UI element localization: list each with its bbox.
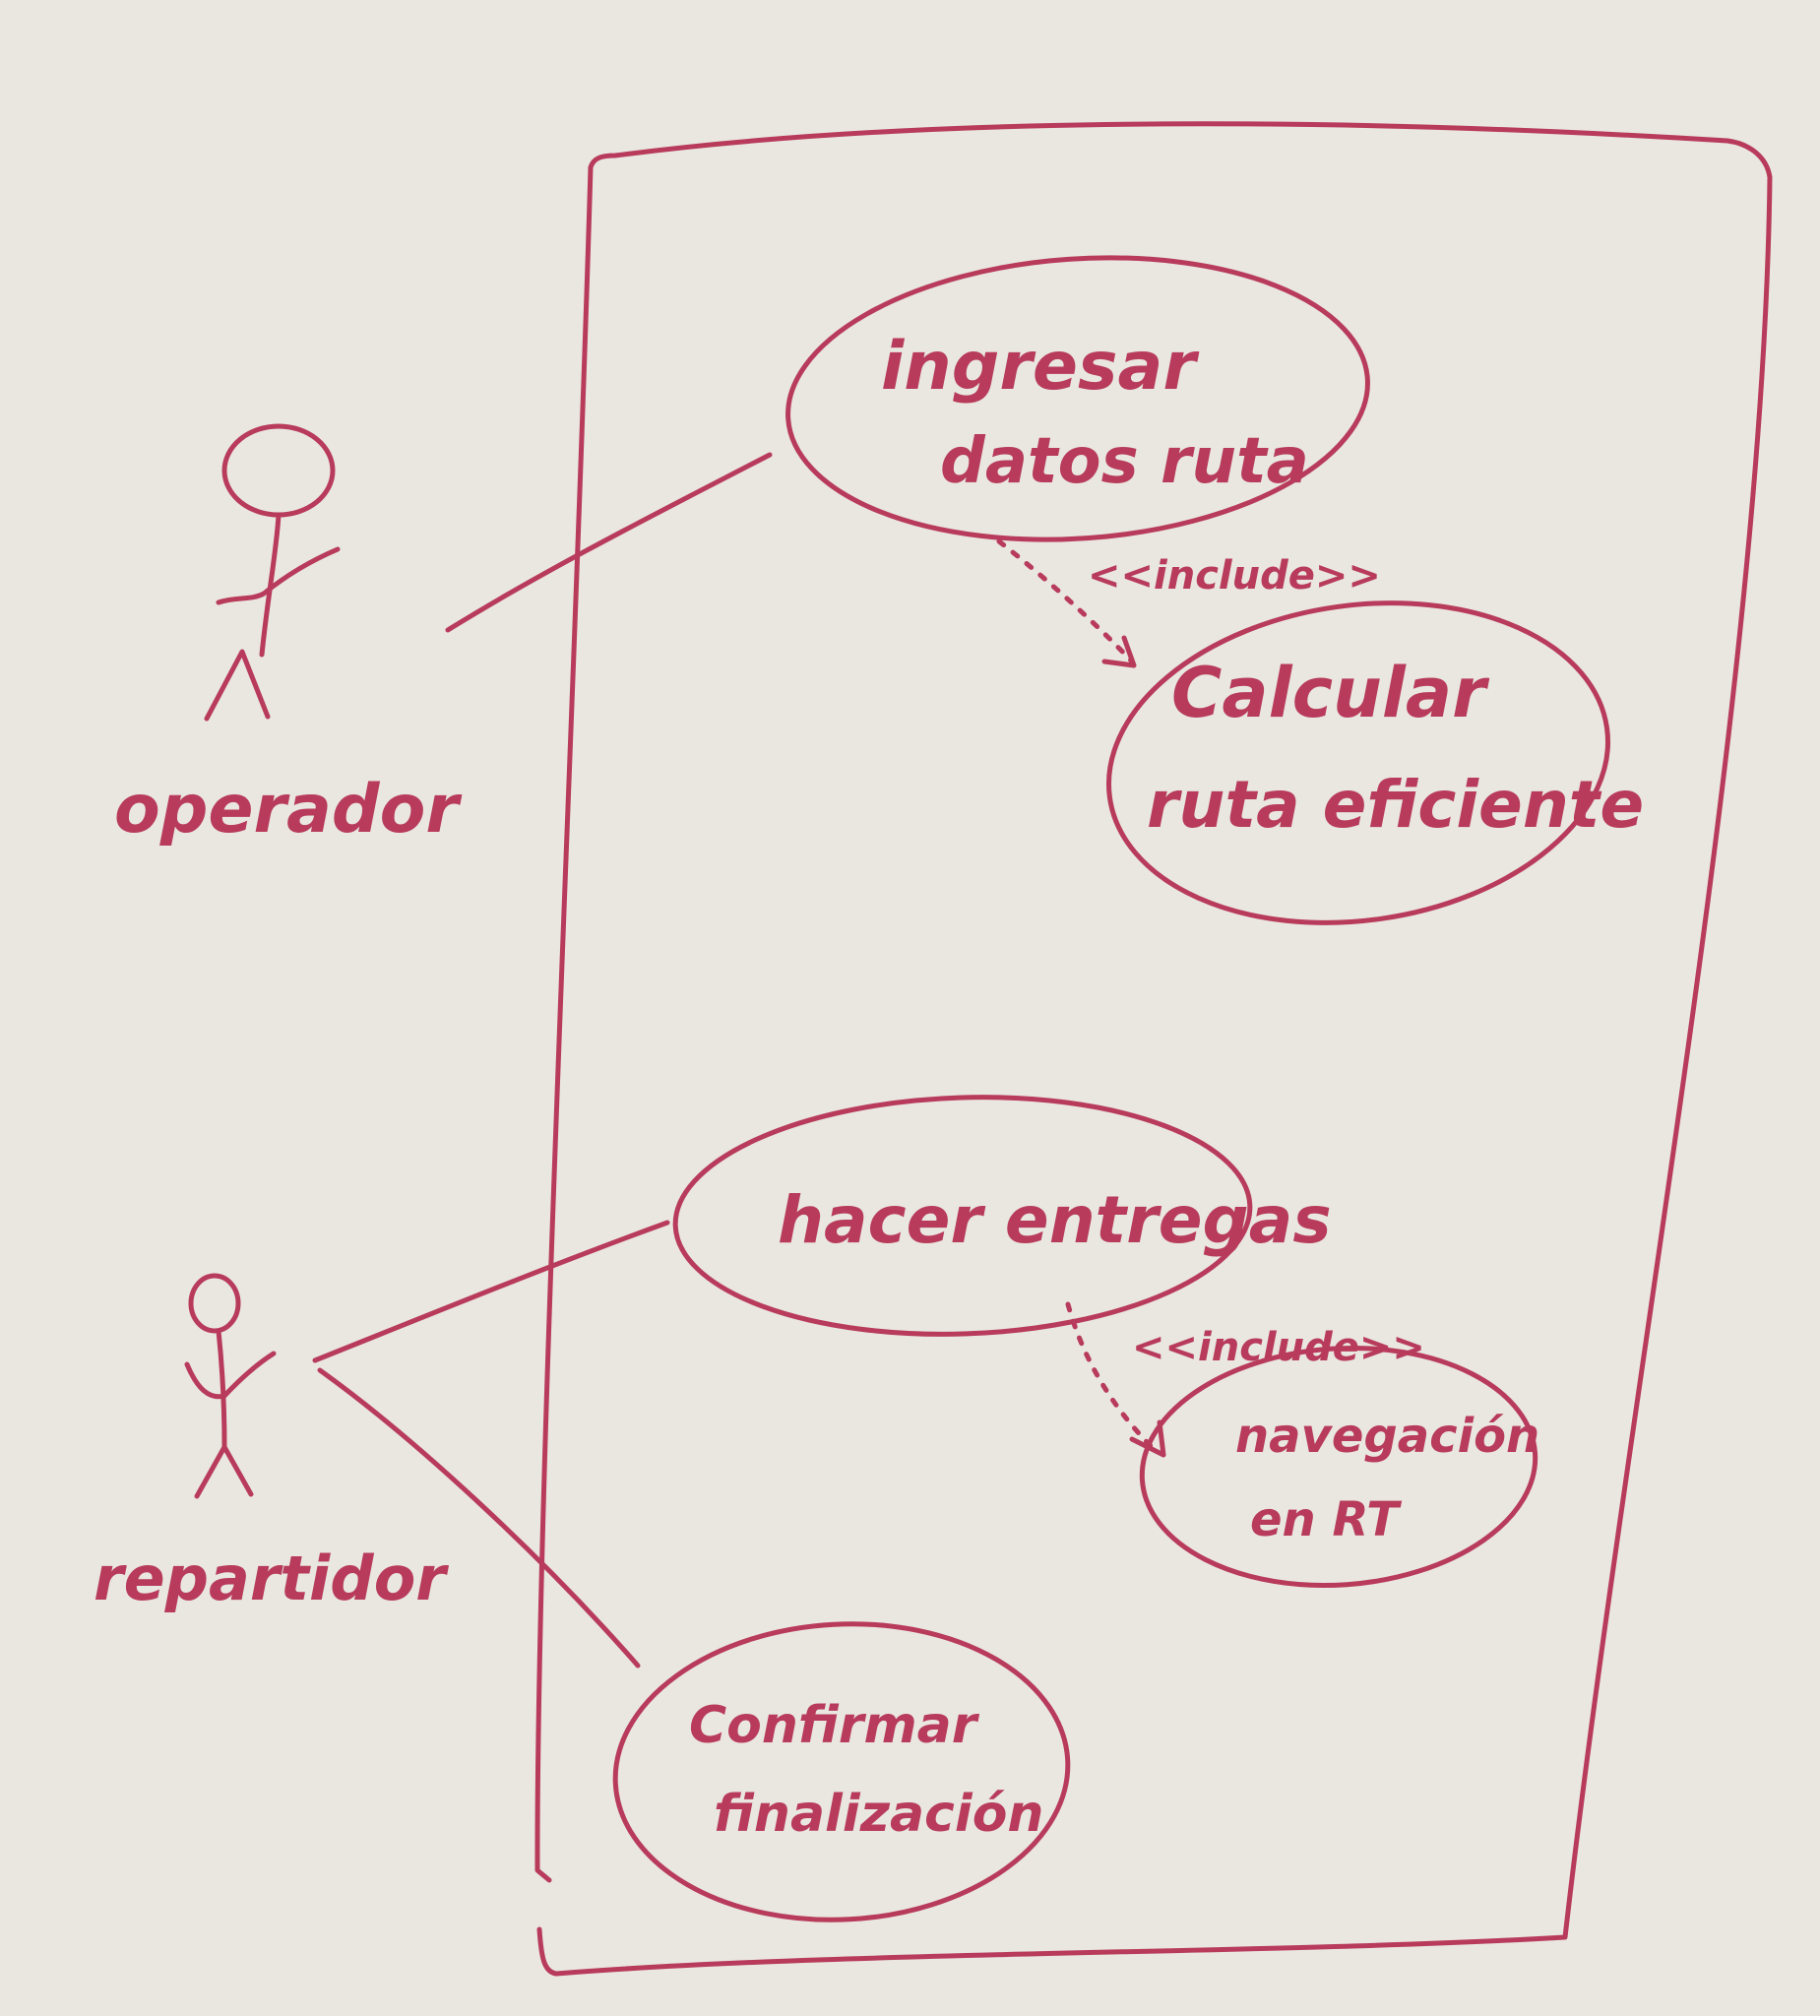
actor-repartidor-arms: [184, 1351, 277, 1400]
use-case-ingresar-line-2: datos ruta: [940, 425, 1309, 498]
use-case-confirmar-ellipse: [612, 1621, 1071, 1922]
use-case-calcular-line-2: ruta eficiente: [1147, 767, 1644, 843]
actor-operador-label: operador: [114, 771, 463, 849]
use-case-calcular-line-1: Calcular: [1171, 653, 1490, 733]
actor-repartidor-body: [216, 1328, 227, 1450]
include-label-2: <<include>>: [1132, 1325, 1425, 1370]
use-case-confirmar-line-2: finalización: [714, 1785, 1043, 1844]
actor-repartidor-head: [188, 1273, 241, 1334]
association-repartidor-hacer: [312, 1220, 670, 1363]
use-case-hacer-line-1: hacer entregas: [778, 1182, 1332, 1258]
include-label-1: <<include>>: [1088, 553, 1381, 598]
use-case-ingresar-line-1: ingresar: [881, 328, 1200, 406]
association-operador-ingresar: [445, 452, 773, 633]
include-arrow-1-head: [1101, 635, 1137, 668]
use-case-navegacion: navegación en RT: [1139, 1345, 1539, 1589]
use-case-confirmar-line-1: Confirmar: [689, 1696, 980, 1755]
actor-operador-body: [259, 512, 282, 658]
actor-repartidor-label: repartidor: [94, 1543, 449, 1614]
use-case-hacer-ellipse: [672, 1095, 1253, 1337]
actor-operador: [204, 423, 341, 722]
actor-operador-head: [221, 423, 336, 518]
system-boundary: [534, 121, 1773, 1977]
include-arrow-2-head: [1129, 1419, 1166, 1458]
actor-repartidor-legs: [194, 1444, 254, 1499]
include-arrow-2: [1065, 1301, 1157, 1452]
use-case-confirmar: Confirmar finalización: [612, 1621, 1071, 1922]
include-arrow-1: [996, 538, 1135, 664]
use-case-hacer: hacer entregas: [672, 1095, 1332, 1337]
use-case-calcular-ellipse: [1106, 600, 1610, 925]
use-case-navegacion-line-2: en RT: [1250, 1492, 1402, 1547]
use-case-navegacion-line-1: navegación: [1235, 1409, 1539, 1464]
use-case-ingresar-ellipse: [785, 255, 1370, 542]
actor-repartidor: [184, 1273, 277, 1499]
use-case-ingresar: ingresar datos ruta: [785, 255, 1370, 542]
association-repartidor-confirmar: [317, 1367, 641, 1669]
use-case-calcular: Calcular ruta eficiente: [1106, 600, 1644, 925]
diagram-ink: operador repartidor ingresar datos ruta …: [94, 121, 1773, 1977]
actor-operador-legs: [204, 649, 271, 722]
use-case-navegacion-ellipse: [1139, 1345, 1538, 1589]
actor-operador-arms: [216, 546, 341, 605]
